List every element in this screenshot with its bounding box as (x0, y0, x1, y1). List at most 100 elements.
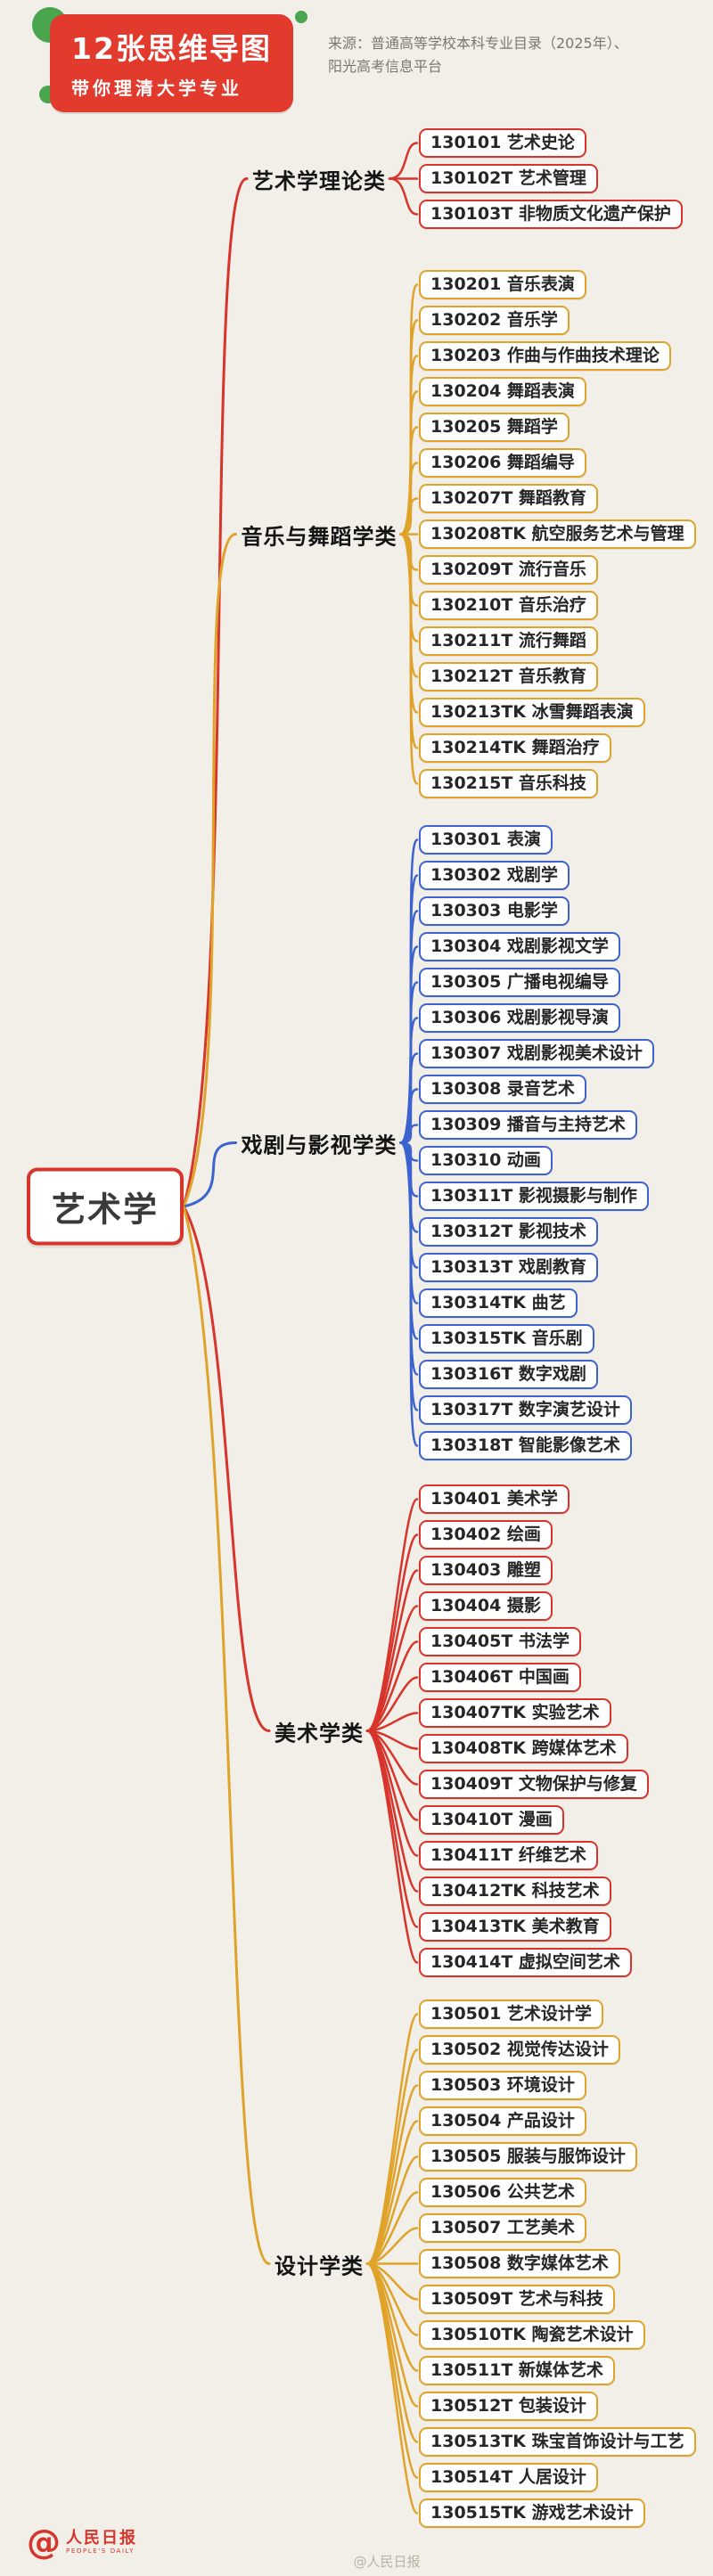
connector-line (365, 2262, 419, 2515)
connector-line (365, 2155, 419, 2265)
major-item: 130506 公共艺术 (419, 2178, 586, 2207)
major-item: 130303 电影学 (419, 896, 570, 926)
major-item: 130206 舞蹈编导 (419, 448, 586, 478)
connector-line (182, 1205, 271, 1732)
connector-line (365, 2084, 419, 2265)
major-item: 130507 工艺美术 (419, 2213, 586, 2243)
branch-label: 美术学类 (275, 1721, 364, 1746)
major-item: 130410T 漫画 (419, 1805, 564, 1835)
major-item: 130207T 舞蹈教育 (419, 484, 598, 513)
connector-line (399, 874, 419, 1144)
major-item: 130304 戏剧影视文学 (419, 932, 620, 961)
major-item: 130504 产品设计 (419, 2106, 586, 2136)
major-item: 130312T 影视技术 (419, 1217, 598, 1247)
connector-line (399, 910, 419, 1144)
major-item: 130203 作曲与作曲技术理论 (419, 341, 671, 371)
logo-english-text: PEOPLE'S DAILY (66, 2547, 135, 2555)
connector-line (365, 1730, 419, 1857)
major-item: 130308 录音艺术 (419, 1075, 586, 1104)
major-item: 130505 服装与服饰设计 (419, 2142, 637, 2171)
connector-line (399, 981, 419, 1144)
connector-line (399, 533, 419, 678)
connector-line (365, 2120, 419, 2265)
major-item: 130102T 艺术管理 (419, 164, 598, 193)
source-line-2: 阳光高考信息平台 (328, 58, 443, 75)
watermark: @人民日报 (353, 2554, 421, 2570)
connector-line (399, 1141, 419, 1376)
connector-line (399, 1141, 419, 1269)
connector-line (388, 142, 419, 180)
connector-line (365, 2191, 419, 2265)
connector-line (399, 1141, 419, 1340)
connector-line (365, 1676, 419, 1732)
connector-line (365, 2262, 419, 2301)
connector-line (399, 1141, 419, 1233)
connector-line (399, 1141, 419, 1162)
connector-line (399, 390, 419, 536)
branch-label: 戏剧与影视学类 (241, 1133, 397, 1157)
major-item: 130401 美术学 (419, 1484, 570, 1514)
major-item: 130406T 中国画 (419, 1663, 581, 1692)
major-item: 130412TK 科技艺术 (419, 1877, 611, 1906)
major-item: 130402 绘画 (419, 1520, 553, 1550)
connector-line (365, 2049, 419, 2265)
connector-line (365, 1569, 419, 1732)
connector-line (365, 1498, 419, 1732)
connector-line (182, 177, 249, 1208)
connector-line (399, 533, 419, 785)
major-item: 130503 环境设计 (419, 2071, 586, 2100)
connector-line (399, 319, 419, 536)
major-item: 130514T 人居设计 (419, 2463, 598, 2492)
branch-label: 设计学类 (275, 2253, 364, 2278)
connector-line (399, 838, 419, 1144)
major-item: 130315TK 音乐剧 (419, 1324, 594, 1353)
major-item: 130204 舞蹈表演 (419, 377, 586, 406)
connector-line (388, 177, 419, 216)
major-item: 130404 摄影 (419, 1591, 553, 1621)
connector-line (399, 533, 419, 642)
connector-line (399, 1052, 419, 1144)
major-item: 130313T 戏剧教育 (419, 1253, 598, 1282)
connector-line (399, 1141, 419, 1304)
major-item: 130511T 新媒体艺术 (419, 2356, 615, 2385)
connector-line (365, 2262, 419, 2336)
major-item: 130317T 数字演艺设计 (419, 1395, 632, 1425)
major-item: 130212T 音乐教育 (419, 662, 598, 691)
connector-line (365, 1730, 419, 1821)
green-circle-decoration (294, 11, 307, 23)
major-item: 130202 音乐学 (419, 306, 570, 335)
connector-line (365, 2262, 419, 2372)
connector-line (399, 945, 419, 1144)
major-item: 130103T 非物质文化遗产保护 (419, 200, 683, 229)
connector-line (182, 1141, 237, 1208)
connector-line (365, 1605, 419, 1732)
major-item: 130314TK 曲艺 (419, 1288, 578, 1318)
major-item: 130301 表演 (419, 825, 553, 855)
connector-line (365, 1730, 419, 1750)
major-item: 130509T 艺术与科技 (419, 2285, 615, 2314)
branch-label: 音乐与舞蹈学类 (241, 524, 397, 549)
major-item: 130513TK 珠宝首饰设计与工艺 (419, 2427, 696, 2457)
major-item: 130316T 数字戏剧 (419, 1360, 598, 1389)
major-item: 130214TK 舞蹈治疗 (419, 733, 611, 763)
major-item: 130209T 流行音乐 (419, 555, 598, 585)
connector-line (399, 497, 419, 536)
badge-box: 12张思维导图 带你理清大学专业 (50, 14, 293, 112)
major-item: 130208TK 航空服务艺术与管理 (419, 519, 696, 549)
major-item: 130411T 纤维艺术 (419, 1841, 598, 1870)
connector-line (399, 533, 419, 749)
peoples-daily-logo: @ 人民日报 PEOPLE'S DAILY (27, 2525, 137, 2559)
root-node: 艺术学 (27, 1167, 184, 1246)
source-note: 来源：普通高等学校本科专业目录（2025年）、 阳光高考信息平台 (328, 32, 628, 78)
logo-chinese-text: 人民日报 (66, 2529, 137, 2548)
major-item: 130409T 文物保护与修复 (419, 1770, 649, 1799)
connector-line (365, 1730, 419, 1893)
connector-line (365, 1730, 419, 1928)
connector-line (365, 2262, 419, 2408)
major-item: 130211T 流行舞蹈 (419, 626, 598, 656)
major-item: 130101 艺术史论 (419, 128, 586, 158)
connector-line (399, 462, 419, 536)
major-item: 130502 视觉传达设计 (419, 2035, 620, 2065)
